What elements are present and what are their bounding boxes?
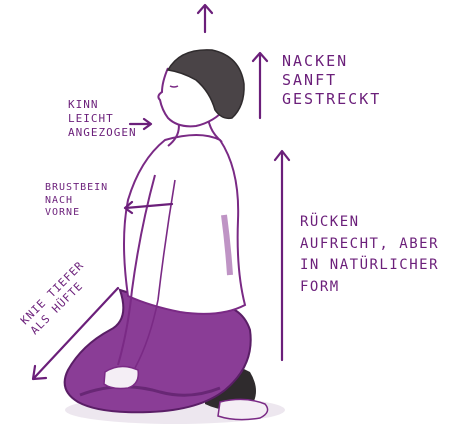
arrow-up-back: [275, 151, 289, 360]
label-chest: BRUSTBEIN NACH VORNE: [45, 182, 108, 220]
arrow-up-head: [198, 5, 212, 32]
foot: [218, 399, 268, 419]
label-neck: NACKEN SANFT GESTRECKT: [282, 52, 381, 108]
label-chin: KINN LEICHT ANGEZOGEN: [68, 98, 137, 139]
hand: [104, 366, 138, 388]
label-back: RÜCKEN AUFRECHT, ABER IN NATÜRLICHER FOR…: [300, 212, 439, 299]
arrow-up-neck: [253, 53, 267, 118]
